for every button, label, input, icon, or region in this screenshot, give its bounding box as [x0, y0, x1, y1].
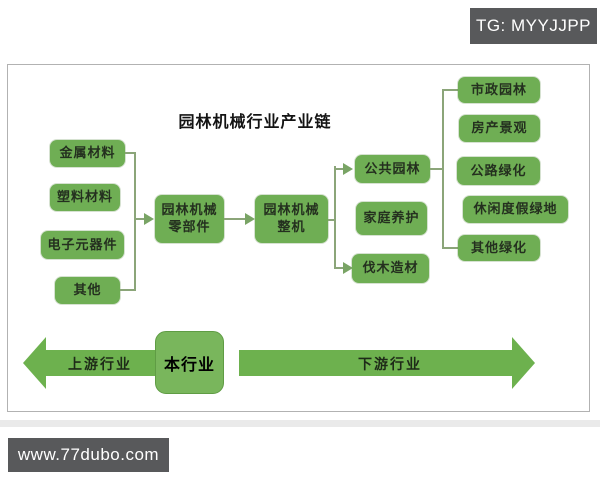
connector-line [334, 166, 336, 269]
downstream-arrow-body [239, 350, 512, 376]
site-watermark-badge: www.77dubo.com [8, 438, 169, 472]
node-electronic-components: 电子元器件 [41, 231, 124, 259]
connector-line [442, 89, 444, 249]
connector-line [444, 89, 458, 91]
node-parts-line1: 园林机械 [161, 202, 218, 218]
node-leisure-resort-green: 休闲度假绿地 [463, 196, 568, 223]
node-logging: 伐木造材 [352, 254, 429, 283]
node-other-greening: 其他绿化 [458, 235, 540, 261]
node-garden-machinery-parts: 园林机械 零部件 [155, 195, 224, 243]
connector-line [136, 218, 144, 220]
node-highway-greening: 公路绿化 [457, 157, 540, 185]
downstream-arrow-icon [512, 337, 535, 389]
connector-line [120, 289, 135, 291]
connector-line [444, 247, 458, 249]
connector-line [125, 152, 135, 154]
connector-line [224, 218, 245, 220]
node-municipal-garden: 市政园林 [458, 77, 540, 103]
node-public-garden: 公共园林 [355, 155, 430, 183]
connector-line [430, 168, 443, 170]
connector-line [336, 267, 343, 269]
upstream-arrow-body [45, 350, 155, 376]
node-machine-line2: 整机 [277, 219, 306, 234]
node-metal-materials: 金属材料 [50, 140, 125, 167]
arrow-right-icon [343, 262, 353, 274]
upstream-label: 上游行业 [68, 356, 132, 372]
arrow-right-icon [343, 163, 353, 175]
arrow-right-icon [245, 213, 255, 225]
arrow-right-icon [144, 213, 154, 225]
current-industry-box: 本行业 [155, 331, 224, 394]
node-home-care: 家庭养护 [356, 202, 427, 235]
node-garden-machinery-complete: 园林机械 整机 [255, 195, 328, 243]
divider-strip [0, 420, 600, 427]
node-plastic-materials: 塑料材料 [50, 184, 120, 211]
node-machine-line1: 园林机械 [263, 202, 320, 218]
diagram-title: 园林机械行业产业链 [178, 114, 332, 131]
node-parts-line2: 零部件 [168, 219, 211, 234]
connector-line [328, 219, 336, 221]
downstream-label: 下游行业 [358, 356, 422, 372]
connector-line [336, 168, 343, 170]
upstream-arrow-icon [23, 337, 46, 389]
node-others: 其他 [55, 277, 120, 304]
tg-watermark-badge: TG: MYYJJPP [470, 8, 597, 44]
connector-line [134, 152, 136, 291]
node-real-estate-landscape: 房产景观 [459, 115, 540, 142]
